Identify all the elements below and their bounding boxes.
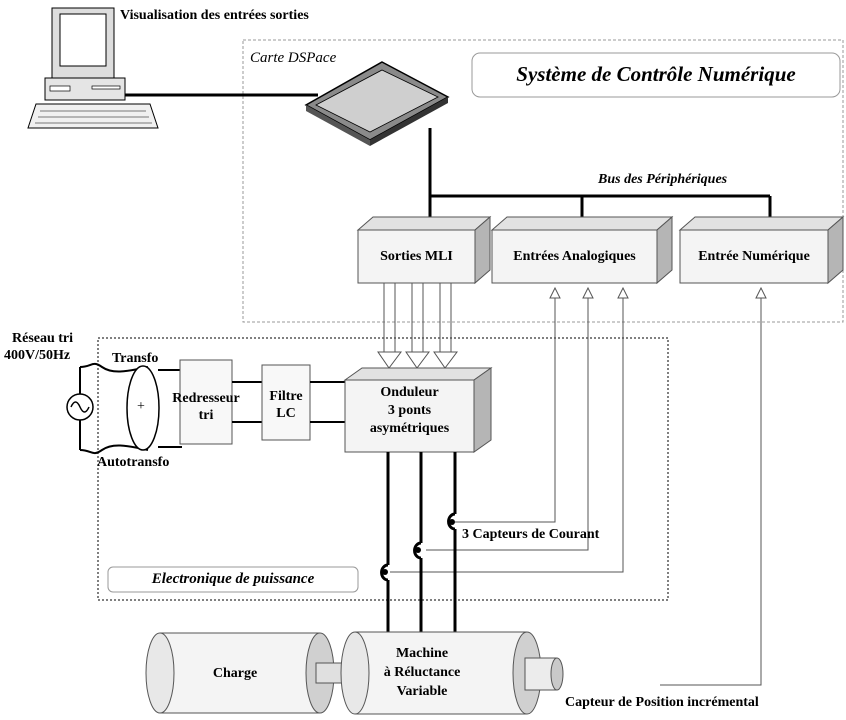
- digital-input-label: Entrée Numérique: [698, 249, 810, 264]
- filter-box: [261, 364, 311, 441]
- current-sensor-icons: [382, 519, 455, 575]
- autotransformer-label: Autotransfo: [97, 455, 170, 470]
- dspace-card-region: [242, 39, 844, 323]
- machine-cylinder: [340, 631, 542, 715]
- machine-label-line1: Machine: [395, 646, 449, 661]
- transformer-label: Transfo: [112, 351, 159, 366]
- machine-label-line2: à Réluctance: [383, 665, 461, 680]
- power-electronics-region: [97, 337, 669, 601]
- rectifier-label-line2: tri: [198, 408, 214, 423]
- transformer-icon: [126, 365, 160, 451]
- inverter-label-line3: asymétriques: [369, 421, 450, 436]
- dspace-chip-icon: [304, 61, 450, 146]
- inverter-box: [343, 367, 493, 453]
- inverter-label-line1: Onduleur: [380, 385, 439, 400]
- phase-lines: [380, 452, 457, 632]
- transformer-sign: +: [137, 399, 145, 414]
- analog-inputs-label: Entrées Analogiques: [513, 249, 636, 264]
- machine-label-line3: Variable: [396, 684, 448, 699]
- position-sensor-label: Capteur de Position incrémental: [565, 695, 759, 710]
- dspace-card-label: Carte DSPace: [250, 50, 337, 66]
- current-sensors-label: 3 Capteurs de Courant: [462, 527, 600, 542]
- bus-label: Bus des Périphériques: [598, 172, 728, 187]
- load-label: Charge: [212, 666, 258, 681]
- pwm-outputs-box: [356, 215, 492, 285]
- digital-input-box: [678, 215, 845, 285]
- analog-inputs-box: [490, 215, 674, 285]
- computer-icon: [27, 7, 159, 129]
- system-title-box: [471, 52, 841, 98]
- grid-label-line1: Réseau tri: [12, 331, 74, 346]
- grid-label-line2: 400V/50Hz: [4, 348, 71, 363]
- system-title: Système de Contrôle Numérique: [516, 62, 796, 86]
- computer-caption: Visualisation des entrées sorties: [120, 8, 309, 23]
- filter-label-line1: Filtre: [269, 389, 303, 404]
- power-electronics-label: Electronique de puissance: [151, 571, 315, 587]
- load-cylinder: [145, 632, 335, 714]
- current-feedback-lines: [390, 288, 623, 573]
- rectifier-label-line1: Redresseur: [172, 391, 240, 406]
- position-feedback-line: [660, 288, 761, 686]
- filter-label-line2: LC: [276, 406, 296, 421]
- inverter-label-line2: 3 ponts: [387, 403, 432, 418]
- pwm-signal-arrows: [377, 283, 458, 369]
- power-electronics-label-box: [107, 566, 359, 593]
- encoder-icon: [524, 657, 564, 691]
- pwm-outputs-label: Sorties MLI: [380, 249, 453, 264]
- rectifier-box: [179, 359, 233, 445]
